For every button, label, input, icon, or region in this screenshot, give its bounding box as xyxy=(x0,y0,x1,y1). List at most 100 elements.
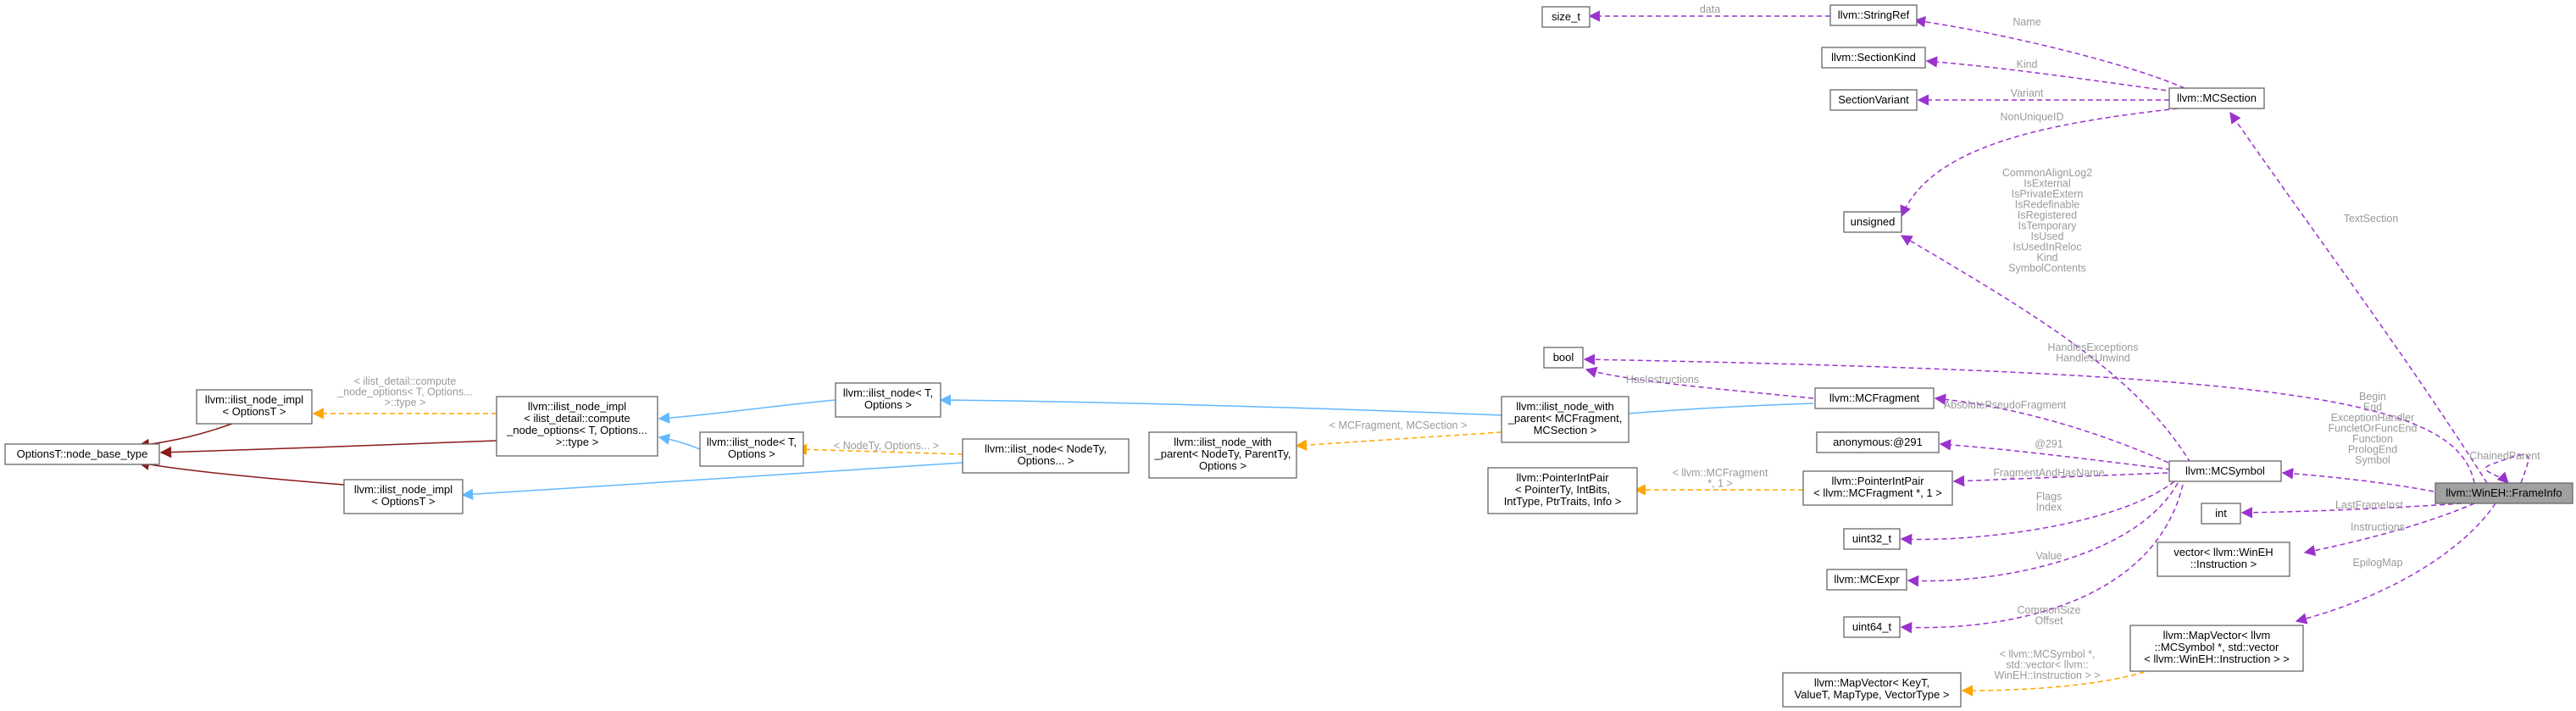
svg-text:OptionsT::node_base_type: OptionsT::node_base_type xyxy=(17,447,148,460)
node-ilist-impl-optionst-top[interactable]: llvm::ilist_node_impl< OptionsT > xyxy=(196,389,313,425)
node-sectionkind[interactable]: llvm::SectionKind xyxy=(1821,47,1926,69)
label-hasinstructions: HasInstructions xyxy=(1626,374,1699,386)
svg-text:vector< llvm::WinEH::Instructi: vector< llvm::WinEH::Instruction > xyxy=(2174,546,2273,570)
node-mapvector-tmpl[interactable]: llvm::MapVector< KeyT,ValueT, MapType, V… xyxy=(1782,672,1962,708)
edge-ilist-with-parent-ilist-node-t xyxy=(939,394,1502,416)
label-lastframeinst-line: LastFrameInst xyxy=(2335,499,2403,511)
node-anonymous-291[interactable]: anonymous:@291 xyxy=(1816,431,1940,453)
label-variant: Variant xyxy=(2011,87,2044,99)
svg-text:bool: bool xyxy=(1553,351,1574,364)
node-pointerintpair-tmpl-line: llvm::PointerIntPair xyxy=(1516,471,1609,484)
node-ilist-with-parent-mcfragment-line: llvm::ilist_node_with xyxy=(1516,400,1614,413)
node-mapvector-tmpl-line: ValueT, MapType, VectorType > xyxy=(1795,688,1950,701)
node-mapvector-tmpl-line: llvm::MapVector< KeyT, xyxy=(1814,676,1929,689)
node-mcsection[interactable]: llvm::MCSection xyxy=(2168,87,2265,109)
edge-impl-top-base xyxy=(137,423,233,451)
label-variant-line: Variant xyxy=(2011,87,2044,99)
edge-frameinfo-mcsymbol xyxy=(2281,468,2434,492)
label-frame-symbols-line: End xyxy=(2363,402,2382,414)
node-frameinfo[interactable]: llvm::WinEH::FrameInfo xyxy=(2434,482,2573,504)
node-mapvector-spec-line: ::MCSymbol *, std::vector xyxy=(2155,641,2279,653)
svg-text:llvm::ilist_node< T,Options >: llvm::ilist_node< T,Options > xyxy=(707,436,797,460)
node-pointerintpair-tmpl[interactable]: llvm::PointerIntPair< PointerTy, IntBits… xyxy=(1487,467,1638,514)
label-symbol-flags-line: IsRedefinable xyxy=(2015,199,2079,211)
edge-ilist-node-t-lower-impl xyxy=(658,433,701,450)
label-lastframeinst: LastFrameInst xyxy=(2335,499,2403,511)
svg-text:llvm::ilist_node_with_parent<: llvm::ilist_node_with_parent< MCFragment… xyxy=(1507,400,1623,436)
node-ilist-node-nodety-line: Options... > xyxy=(1018,454,1074,467)
node-node-base-type-line: OptionsT::node_base_type xyxy=(17,447,148,460)
edge-mapvector-spec-tmpl xyxy=(1961,669,2153,697)
node-vector-instruction[interactable]: vector< llvm::WinEH::Instruction > xyxy=(2157,542,2290,577)
label-textsection: TextSection xyxy=(2344,213,2399,225)
node-size-t-line: size_t xyxy=(1552,10,1580,23)
label-chainedparent: ChainedParent xyxy=(2469,450,2540,462)
node-ilist-node-t-lower[interactable]: llvm::ilist_node< T,Options > xyxy=(699,431,804,467)
label-data: data xyxy=(1700,3,1720,15)
node-ilist-node-t-lower-line: llvm::ilist_node< T, xyxy=(707,436,797,448)
node-mapvector-spec-line: llvm::MapVector< llvm xyxy=(2163,629,2271,642)
node-stringref[interactable]: llvm::StringRef xyxy=(1829,4,1918,26)
svg-text:uint32_t: uint32_t xyxy=(1852,532,1892,545)
label-tmpl-mcfragment-line: < MCFragment, MCSection > xyxy=(1330,419,1468,431)
node-ilist-impl-optionst-bottom[interactable]: llvm::ilist_node_impl< OptionsT > xyxy=(343,479,464,514)
node-mcsymbol[interactable]: llvm::MCSymbol xyxy=(2168,460,2282,482)
label-nonuniqueid-line: NonUniqueID xyxy=(2000,111,2063,123)
label-hasinstructions-line: HasInstructions xyxy=(1626,374,1699,386)
node-int[interactable]: int xyxy=(2201,503,2241,525)
edge-frameinfo-mcsection xyxy=(2229,111,2488,484)
label-flags-index-line: Index xyxy=(2036,502,2062,514)
node-node-base-type[interactable]: OptionsT::node_base_type xyxy=(4,443,160,465)
label-tmpl-nodety: < NodeTy, Options... > xyxy=(834,440,939,452)
node-sectionvariant[interactable]: SectionVariant xyxy=(1829,89,1918,111)
label-tmpl-nodety-line: < NodeTy, Options... > xyxy=(834,440,939,452)
node-uint64-line: uint64_t xyxy=(1852,620,1892,633)
node-mapvector-spec-line: < llvm::WinEH::Instruction > > xyxy=(2144,653,2290,665)
node-ilist-impl-compute[interactable]: llvm::ilist_node_impl< ilist_detail::com… xyxy=(496,396,658,457)
node-ilist-impl-compute-line: >::type > xyxy=(556,436,599,448)
node-ilist-node-t-upper[interactable]: llvm::ilist_node< T,Options > xyxy=(835,382,941,418)
label-chainedparent-line: ChainedParent xyxy=(2469,450,2540,462)
label-tmpl-compute: < ilist_detail::compute_node_options< T,… xyxy=(336,375,472,408)
node-pointerintpair-spec[interactable]: llvm::PointerIntPair< llvm::MCFragment *… xyxy=(1802,470,1953,506)
label-flags-index-line: Flags xyxy=(2036,491,2062,503)
node-ilist-with-parent-tmpl-line: _parent< NodeTy, ParentTy, xyxy=(1153,447,1291,460)
node-ilist-node-nodety[interactable]: llvm::ilist_node< NodeTy,Options... > xyxy=(962,438,1130,474)
label-tmpl-mcfragment: < MCFragment, MCSection > xyxy=(1330,419,1468,431)
label-absolutepseudo: AbsolutePseudoFragment xyxy=(1944,399,2067,411)
node-uint64[interactable]: uint64_t xyxy=(1843,616,1901,638)
label-commonsize-offset-line: CommonSize xyxy=(2017,604,2080,616)
node-ilist-node-nodety-line: llvm::ilist_node< NodeTy, xyxy=(985,442,1107,455)
node-ilist-impl-compute-line: llvm::ilist_node_impl xyxy=(528,400,626,413)
edge-impl-compute-base xyxy=(159,440,497,458)
label-symbol-flags-line: IsRegistered xyxy=(2018,209,2077,221)
svg-text:int: int xyxy=(2215,507,2227,519)
node-ilist-with-parent-mcfragment[interactable]: llvm::ilist_node_with_parent< MCFragment… xyxy=(1501,396,1629,443)
label-tmpl-compute-line: >::type > xyxy=(385,397,426,408)
node-unsigned[interactable]: unsigned xyxy=(1843,211,1902,233)
node-ilist-node-t-lower-line: Options > xyxy=(728,447,775,460)
label-nonuniqueid: NonUniqueID xyxy=(2000,111,2063,123)
label-textsection-line: TextSection xyxy=(2344,213,2399,225)
node-bool[interactable]: bool xyxy=(1543,347,1584,369)
node-uint32[interactable]: uint32_t xyxy=(1843,528,1901,550)
node-ilist-with-parent-tmpl[interactable]: llvm::ilist_node_with_parent< NodeTy, Pa… xyxy=(1148,431,1297,479)
node-size-t[interactable]: size_t xyxy=(1541,6,1591,28)
node-pointerintpair-tmpl-line: < PointerTy, IntBits, xyxy=(1515,483,1610,496)
svg-text:uint64_t: uint64_t xyxy=(1852,620,1892,633)
node-mapvector-spec[interactable]: llvm::MapVector< llvm::MCSymbol *, std::… xyxy=(2129,625,2304,672)
node-ilist-node-t-upper-line: Options > xyxy=(864,398,912,411)
node-mcfragment[interactable]: llvm::MCFragment xyxy=(1814,387,1935,409)
edge-ilist-node-nodety-impl-bottom xyxy=(461,462,963,501)
label-tmpl-mapvector-line: < llvm::MCSymbol *, xyxy=(2000,648,2096,660)
svg-text:SectionVariant: SectionVariant xyxy=(1838,93,1909,106)
node-mcexpr[interactable]: llvm::MCExpr xyxy=(1826,569,1907,591)
node-int-line: int xyxy=(2215,507,2227,519)
svg-text:size_t: size_t xyxy=(1552,10,1580,23)
label-tmpl-mapvector-line: std::vector< llvm:: xyxy=(2006,659,2089,671)
